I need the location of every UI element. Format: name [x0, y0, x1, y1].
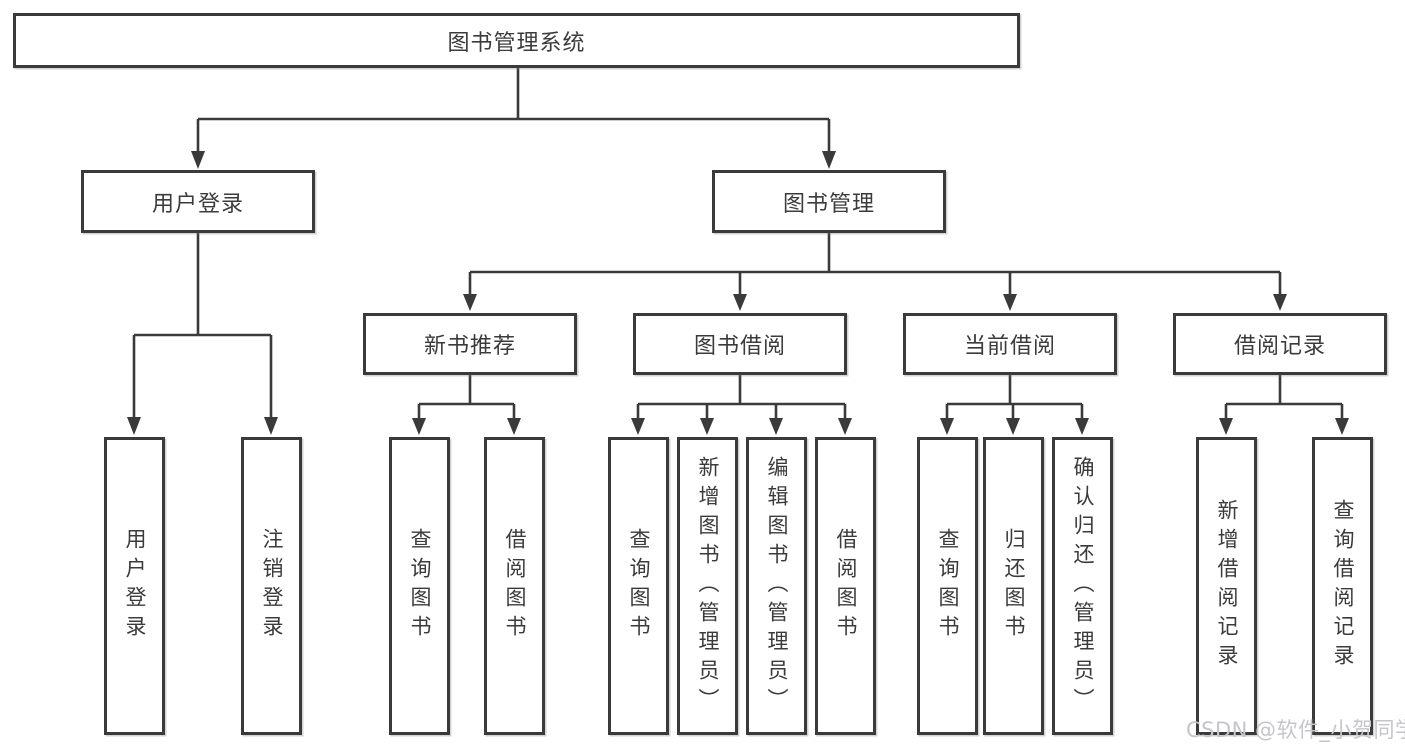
node-library-management-system: 图书管理系统	[13, 13, 1020, 68]
leaf-confirm-return-admin: 确认归还（管理员）	[1052, 437, 1113, 735]
node-book-management: 图书管理	[712, 170, 946, 233]
leaf-borrow-books-borrow: 借阅图书	[815, 437, 876, 735]
leaf-label: 注销登录	[260, 528, 284, 644]
edge-current-borrow-children	[940, 375, 1089, 435]
node-label: 用户登录	[151, 191, 244, 217]
leaf-query-books-borrow: 查询图书	[608, 437, 669, 735]
leaf-user-login: 用户登录	[104, 437, 165, 735]
leaf-return-book: 归还图书	[983, 437, 1044, 735]
node-book-borrow: 图书借阅	[633, 313, 847, 375]
leaf-label: 查询图书	[408, 528, 432, 644]
leaf-query-books-recommend: 查询图书	[389, 437, 450, 735]
leaf-label: 查询借阅记录	[1331, 499, 1355, 673]
leaf-edit-book-admin: 编辑图书（管理员）	[746, 437, 807, 735]
leaf-label: 借阅图书	[503, 528, 527, 644]
leaf-logout: 注销登录	[241, 437, 302, 735]
leaf-query-books-current: 查询图书	[917, 437, 978, 735]
leaf-label: 借阅图书	[834, 528, 858, 644]
csdn-watermark: CSDN @软件_小贺同学	[1186, 718, 1405, 742]
leaf-label: 查询图书	[936, 528, 960, 644]
leaf-label: 新增借阅记录	[1215, 499, 1239, 673]
node-borrow-records: 借阅记录	[1173, 313, 1387, 375]
edge-root-to-level2	[191, 68, 836, 169]
node-user-login-branch: 用户登录	[81, 170, 315, 233]
leaf-query-borrow-record: 查询借阅记录	[1312, 437, 1373, 735]
node-label: 图书管理系统	[447, 30, 586, 56]
leaf-add-borrow-record: 新增借阅记录	[1196, 437, 1257, 735]
node-label: 图书管理	[782, 191, 875, 217]
leaf-label: 归还图书	[1002, 528, 1026, 644]
node-label: 新书推荐	[423, 334, 516, 359]
node-label: 图书借阅	[693, 334, 786, 359]
leaf-label: 新增图书（管理员）	[696, 455, 720, 717]
edge-borrow-records-children	[1219, 375, 1349, 435]
edge-book-management-children	[463, 233, 1287, 311]
edge-new-book-recommend-children	[412, 375, 521, 435]
leaf-label: 查询图书	[627, 528, 651, 644]
node-current-borrow: 当前借阅	[903, 313, 1117, 375]
leaf-label: 用户登录	[123, 528, 147, 644]
leaf-borrow-books-recommend: 借阅图书	[484, 437, 545, 735]
leaf-label: 确认归还（管理员）	[1071, 455, 1095, 717]
node-label: 借阅记录	[1233, 334, 1326, 359]
leaf-label: 编辑图书（管理员）	[765, 455, 789, 717]
leaf-add-book-admin: 新增图书（管理员）	[677, 437, 738, 735]
edge-book-borrow-children	[631, 375, 852, 435]
node-new-book-recommend: 新书推荐	[363, 313, 577, 375]
edge-user-login-children	[127, 233, 278, 435]
node-label: 当前借阅	[963, 334, 1056, 359]
